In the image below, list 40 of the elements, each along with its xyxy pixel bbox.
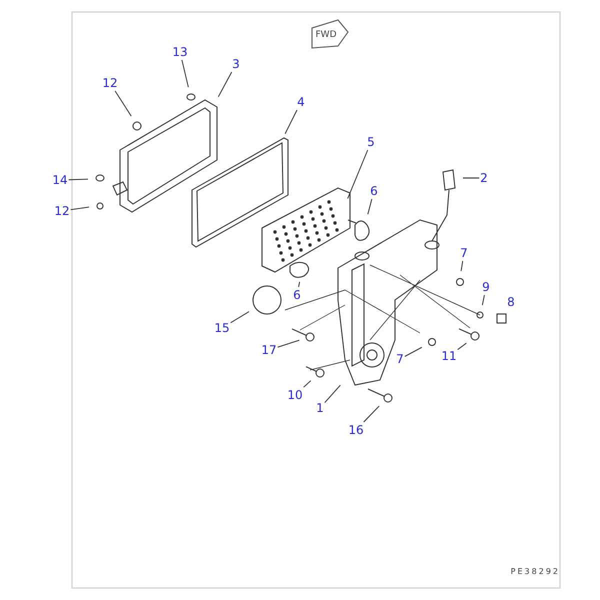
callout-number: 10 [287, 388, 303, 402]
callout-number: 9 [482, 280, 490, 294]
leader-line [324, 384, 341, 404]
leader-line [363, 406, 380, 422]
callout-number: 7 [460, 246, 468, 260]
callout-number: 12 [54, 204, 70, 218]
leader-line [284, 110, 298, 134]
callout-number: 7 [396, 352, 404, 366]
leader-line [68, 178, 88, 180]
callout-number: 5 [367, 135, 375, 149]
callout-number: 8 [507, 295, 515, 309]
callout-number: 3 [232, 57, 240, 71]
callout-number: 2 [480, 171, 488, 185]
callout-number: 6 [293, 288, 301, 302]
callout-number: 6 [370, 184, 378, 198]
callout-number: 11 [441, 349, 457, 363]
callout-number: 1 [316, 401, 324, 415]
callout-number: 4 [297, 95, 305, 109]
callout-number: 15 [214, 321, 230, 335]
drawing-number: PE38292 [510, 566, 560, 578]
leader-line [70, 206, 90, 210]
leader-line [347, 150, 368, 199]
callout-number: 16 [348, 423, 364, 437]
leader-line [277, 340, 300, 348]
leader-line [218, 72, 232, 98]
direction-label: FWD [316, 29, 336, 42]
leader-line [303, 380, 312, 388]
leader-line [367, 198, 372, 215]
leader-line [482, 294, 485, 306]
leader-line [298, 281, 300, 288]
leader-line [114, 90, 132, 117]
leader-line [181, 60, 189, 88]
leader-line [230, 311, 250, 324]
leader-line [460, 260, 464, 272]
leader-line [457, 342, 467, 350]
callout-number: 17 [261, 343, 277, 357]
callout-number: 14 [52, 173, 68, 187]
callout-number: 12 [102, 76, 118, 90]
callout-number: 13 [172, 45, 188, 59]
leader-line [404, 346, 422, 357]
